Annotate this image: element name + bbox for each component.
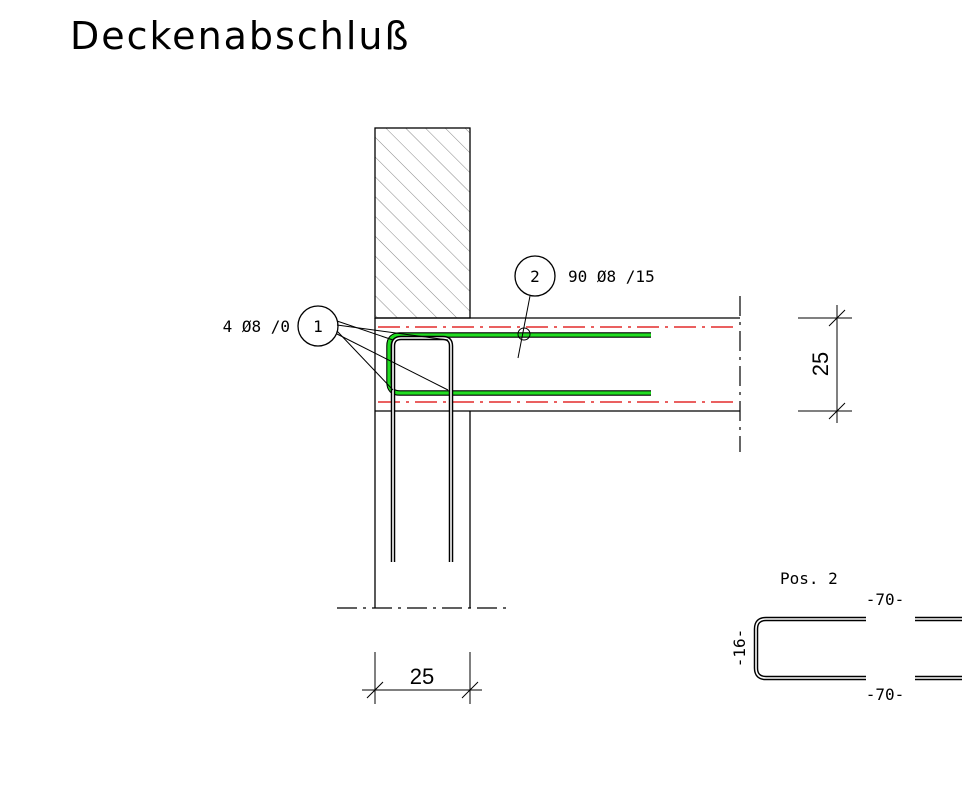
callout-pos2: 2 90 Ø8 /15 xyxy=(514,255,655,359)
callout-pos1-label: 4 Ø8 /0 xyxy=(223,317,290,336)
upper-wall xyxy=(374,127,471,319)
leader-lines-pos1 xyxy=(336,320,449,391)
leader-line-pos2 xyxy=(517,295,531,359)
callout-pos2-label: 90 Ø8 /15 xyxy=(568,267,655,286)
drawing-title: Deckenabschluß xyxy=(70,14,411,58)
dimension-wall-width-value: 25 xyxy=(410,664,434,689)
rebar-pos2 xyxy=(386,332,651,396)
callout-pos1-number: 1 xyxy=(313,317,323,336)
rebar-pos2-highlight xyxy=(387,333,651,395)
bending-schedule-pos2: Pos. 2 -70- -70- -16- xyxy=(730,569,962,704)
leader-marker-pos2 xyxy=(517,327,531,341)
bending-length-bottom: -70- xyxy=(866,685,905,704)
bending-shape-left-inner xyxy=(755,618,866,679)
bending-length-top: -70- xyxy=(866,590,905,609)
bending-schedule-title: Pos. 2 xyxy=(780,569,838,588)
callout-pos1: 1 4 Ø8 /0 xyxy=(223,305,449,391)
dimension-wall-width xyxy=(362,652,482,704)
slab-outline xyxy=(374,317,740,412)
bending-shape-left xyxy=(753,616,866,681)
rebar-pos1-inner xyxy=(392,337,452,562)
bending-height: -16- xyxy=(730,629,749,668)
axis-lines xyxy=(378,326,738,403)
dimension-slab-thickness-value: 25 xyxy=(808,352,833,376)
callout-pos2-number: 2 xyxy=(530,267,540,286)
lower-wall xyxy=(374,411,471,608)
dimension-slab-thickness xyxy=(798,305,852,423)
rebar-pos1 xyxy=(390,335,454,562)
